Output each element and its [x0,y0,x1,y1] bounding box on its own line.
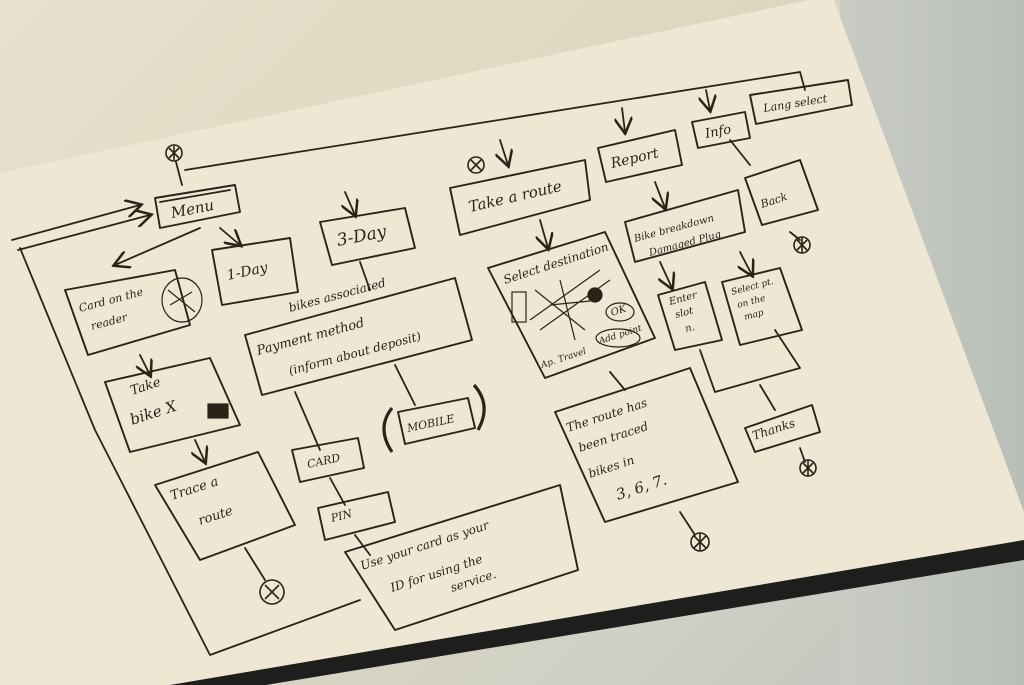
back-box [744,159,819,226]
end-marker-thanks [799,459,817,477]
enter-slot-box [657,281,723,351]
mobile-bracket-left [382,407,394,453]
route-traced-box [554,367,739,523]
end-marker-back [793,236,811,254]
three-day-box [319,207,416,266]
map-ok-label: OK [610,303,629,318]
map-scribble [511,269,641,348]
map-box [487,231,656,379]
menu-box [154,184,241,229]
pin-label: PIN [329,507,354,525]
bike-breakdown-box [624,189,746,263]
card-reader-box [64,269,191,356]
report-box [597,129,683,183]
info-box [691,111,751,149]
lang-select-box [749,79,853,125]
card-reader-scribble [161,277,229,419]
info-label: Info [703,122,733,142]
pin-box [317,491,396,541]
use-card-box [344,484,579,631]
payment-box [244,277,473,396]
flow-lines [11,71,806,656]
one-day-box [211,237,299,306]
end-marker-trace [259,579,285,605]
select-point-label-3: map [743,308,765,323]
end-marker-route [690,532,710,552]
select-point-box [721,267,803,346]
menu-box-inner [159,189,231,203]
mobile-box [397,397,476,445]
trace-route-box [154,451,296,561]
take-route-box [449,159,591,236]
enter-slot-label-3: n. [684,322,696,335]
thanks-box [744,404,821,453]
take-bike-box [104,357,241,453]
start-marker [165,144,183,162]
route-start-marker [467,156,485,174]
enter-slot-label-2: slot [674,305,696,321]
card-box [291,437,365,483]
mobile-bracket-right [472,383,486,431]
